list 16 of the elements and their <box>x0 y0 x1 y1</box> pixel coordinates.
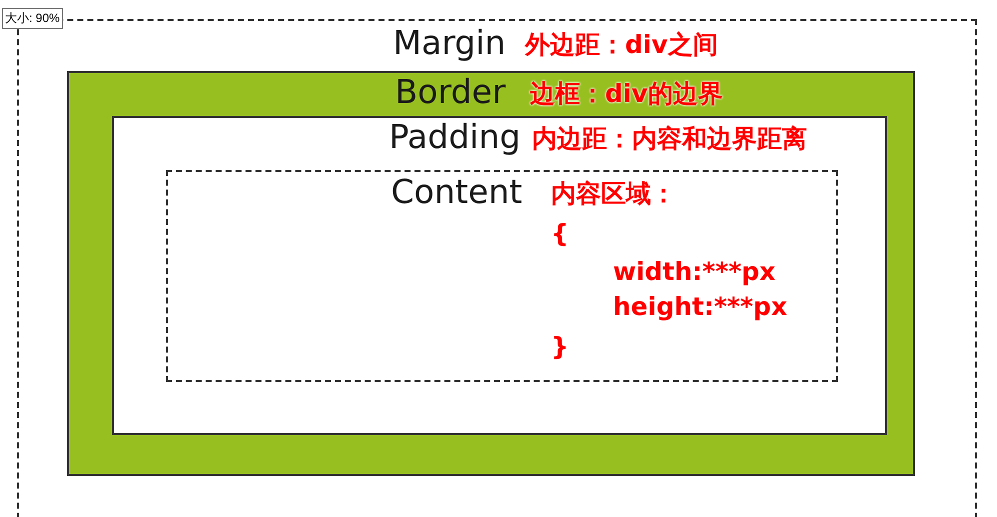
annotation-text: 外边距：div之间 <box>525 31 718 58</box>
annotation-text: } <box>551 333 569 360</box>
annotation-text: 内边距：内容和边界距离 <box>532 125 807 152</box>
border-area <box>67 71 915 476</box>
content-area <box>166 170 838 382</box>
annotation-text: height:***px <box>613 293 788 320</box>
box-title: Margin <box>393 25 506 62</box>
annotation-text: 内容区域： <box>551 180 676 208</box>
size-indicator: 大小: 90% <box>2 8 63 29</box>
box-title: Content <box>391 174 522 210</box>
box-title: Padding <box>389 119 521 156</box>
annotation-text: 边框：div的边界 <box>530 80 723 108</box>
annotation-text: { <box>551 220 569 248</box>
padding-area <box>112 116 887 435</box>
box-title: Border <box>395 74 506 110</box>
annotation-text: width:***px <box>613 258 776 286</box>
